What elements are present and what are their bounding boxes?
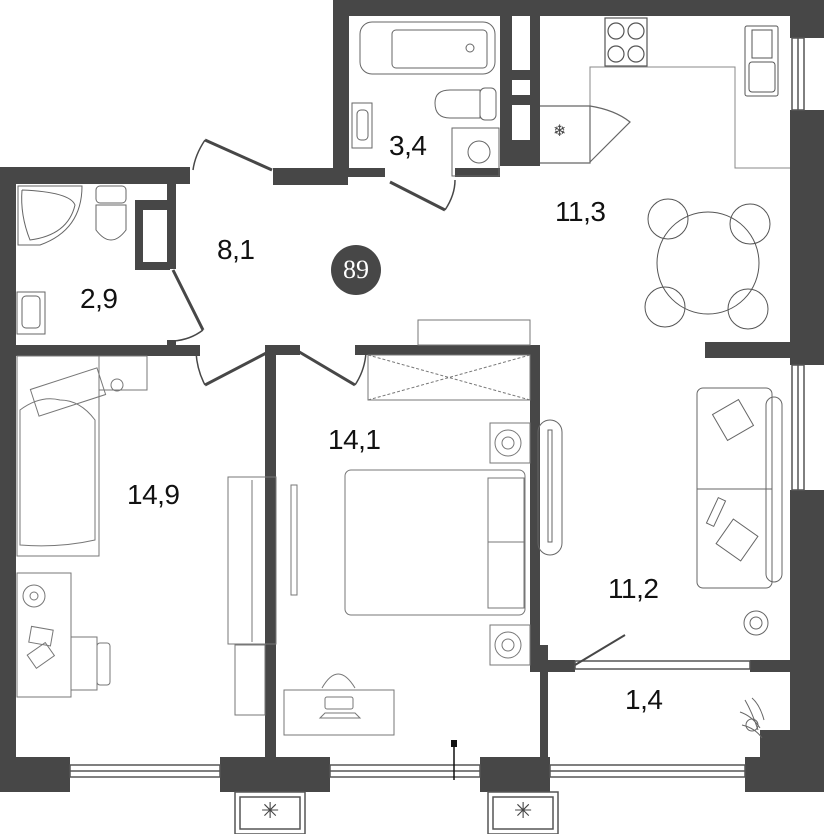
bathtub-icon (359, 21, 496, 75)
room-area-bedroom-1: 14,9 (127, 479, 180, 510)
desk-icon (16, 572, 111, 698)
toilet-icon (434, 87, 497, 121)
room-area-bathroom-2: 2,9 (80, 283, 118, 314)
ac-unit-icon: ✳ (514, 799, 533, 824)
desk-icon-2 (283, 673, 395, 736)
wardrobe-icon (227, 476, 277, 645)
room-area-bathroom-1: 3,4 (389, 130, 427, 161)
washing-machine-icon (451, 127, 500, 177)
ac-units (234, 791, 559, 834)
kitchen-sink-icon (744, 25, 779, 97)
room-area-balcony: 1,4 (625, 684, 663, 715)
power-outlet-icon (451, 740, 457, 747)
tv-icon (537, 419, 563, 556)
tv-stand-icon (234, 644, 266, 716)
corner-bathtub-icon (17, 185, 83, 246)
dining-table-icon (644, 198, 771, 330)
nightstand-icon (98, 355, 148, 392)
room-area-living-room: 11,2 (608, 573, 659, 604)
fridge-snowflake-icon: ❄ (553, 121, 567, 140)
room-area-bedroom-2: 14,1 (328, 424, 381, 455)
ac-unit-icon: ✳ (261, 799, 280, 824)
walls (0, 0, 824, 792)
wardrobe-icon-2 (367, 319, 531, 401)
wall-mirror-icon (290, 484, 298, 596)
single-bed-icon (16, 355, 107, 557)
floor-lamp-icon (743, 610, 769, 636)
unit-number-badge: 89 (331, 245, 381, 295)
sink-icon-2 (16, 291, 46, 335)
nightstand-lamp-icon (489, 422, 531, 666)
room-area-hallway: 8,1 (217, 234, 255, 265)
plant-icon (739, 697, 765, 739)
room-area-kitchen: 11,3 (555, 196, 606, 227)
doors (171, 138, 626, 666)
kitchen-counter (589, 66, 790, 169)
fridge-icon (540, 105, 631, 164)
toilet-icon-2 (95, 185, 127, 241)
stove-icon (604, 17, 648, 67)
double-bed-icon (344, 469, 526, 616)
windows (69, 37, 805, 778)
sink-icon (351, 102, 373, 149)
sofa-icon (696, 387, 783, 589)
